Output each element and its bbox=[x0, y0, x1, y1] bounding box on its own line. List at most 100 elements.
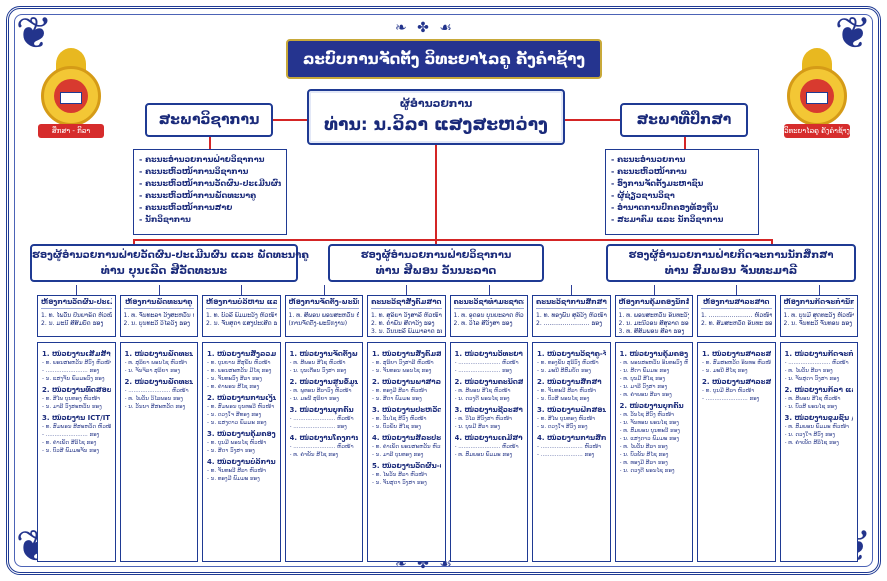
unit-staff: - ນ. ບົວສີ ພົມມະຈັນ ຮອງ bbox=[42, 448, 100, 454]
department-box: ຄະນະວິຊາທຳມະຊາດສາດ 1. ທ. ອຸດອນ ບຸນຍະລາດ ຫ… bbox=[449, 295, 528, 337]
unit-staff: - ທ. ທອງມີ ສີລາ ຮອງ bbox=[619, 460, 668, 466]
list-item: ຄະນະຫົວໜ້າການວັດຜົນ-ປະເມີນຜົນ bbox=[139, 178, 281, 190]
department-staff: 1. ທ. ຈັນທະລາ ວົງສະຫວັນ ຫົວໜ້າ bbox=[123, 312, 195, 319]
unit-staff: - ທ. ບຸນມີ ສີໄຊ ຮອງ bbox=[619, 376, 665, 382]
unit-title: 2. ໜ່ວຍງານສູນຂໍ້ມູນໄອທີ ແລະ ຕ່າງໆ bbox=[289, 378, 359, 386]
department-staff: 2. ທ. ຄຳພັນ ສີດາວົງ ຮອງ bbox=[371, 320, 435, 327]
connector-vertical bbox=[736, 285, 738, 295]
list-item: ຄະນະຫົວໜ້າການ bbox=[611, 166, 753, 178]
unit-staff: - ທ. ຄຳເພັດ ພອນສະຫວັນ ຫົວໜ້າ bbox=[372, 444, 441, 450]
unit-staff: - ທ. ທອງພັນ ສຸລິວົງ ຫົວໜ້າ bbox=[537, 360, 599, 366]
unit-title: 2. ໜ່ວຍງານບຸກຄົນ bbox=[619, 402, 684, 410]
unit-staff: - ທ. ພອນສະຫວັນ ມີໄຊ ຮອງ bbox=[207, 368, 272, 374]
department-title: ຄະນະວິຊາທຳມະຊາດສາດ bbox=[453, 298, 524, 309]
unit-staff: - ທ. ທອງມີ ສີລາ ຫົວໜ້າ bbox=[372, 388, 427, 394]
unit-box: 1. ໜ່ວຍງານເສີມສ້າງ-ສົ່ງເສີມຄູ້ມືການສອນ- … bbox=[37, 342, 116, 562]
unit-box: 1. ໜ່ວຍງານວິຊາຄູ-ຈິດຕະວິທະຍາ- ທ. ທອງພັນ … bbox=[532, 342, 611, 562]
unit-staff: - ນ. ມະນີ ສີສົມບັດ ຮອງ bbox=[537, 368, 591, 374]
unit-staff: - ນ. ດວງດີ ພອນໄຊ ຮອງ bbox=[454, 396, 510, 402]
unit-title: 3. ໜ່ວຍງານບຸກຄົນ bbox=[289, 406, 354, 414]
unit-staff: - ທ. ຄຳເພັດ ສີລິໄຊ ຮອງ bbox=[42, 440, 97, 446]
unit-box: 1. ໜ່ວຍງານຈັດຕັ້ງພະນັກງານ- ທ. ສີພອນ ສີໄຊ… bbox=[284, 342, 363, 562]
director-box: ຜູ້ອຳນວຍການ ທ່ານ: ນ.ວິລາ ແສງສະຫວ່າງ bbox=[307, 89, 565, 145]
unit-title: 1. ໜ່ວຍງານສາລະສາດອິນເຕີເນັດ bbox=[702, 350, 771, 358]
unit-staff: - ນ. ມະນີ ສີໄຊ ຮອງ bbox=[702, 368, 748, 374]
unit-staff: - ທ. ໄພວັນ ສີລາ ຫົວໜ້າ bbox=[372, 472, 427, 478]
unit-staff: - ນ. ບຸນເຕືອນ ວົງສາ ຮອງ bbox=[289, 368, 347, 374]
connector-vertical bbox=[488, 285, 490, 295]
unit-title: 4. ໜ່ວຍງານບໍລິການ bbox=[207, 458, 276, 466]
department-staff: 2. ນ. ຈັນທະວີ ຈັນທອນ ຮອງ bbox=[783, 320, 853, 327]
deputy-name: ທ່ານ ບຸນເລີດ ສີວັດທະນະ bbox=[100, 264, 228, 277]
unit-staff: - ນ. ຈັນທອນ ພອນໄຊ ຮອງ bbox=[372, 368, 432, 374]
unit-staff: - ທ. ໄພວັນ ສີລາ ຮອງ bbox=[619, 444, 668, 450]
unit-box: 1. ໜ່ວຍງານສາລະສາດອິນເຕີເນັດ- ທ. ສົມສະຫວັ… bbox=[697, 342, 776, 562]
unit-title: 4. ໜ່ວຍງານໂຄງການສະເລ່ຍ bbox=[289, 434, 359, 442]
unit-staff: - ນ. ສີດາ ພົມມະ ຮອງ bbox=[372, 396, 422, 402]
deputy-box-1: ຮອງຜູ້ອຳນວຍການຝ່າຍວັດຜົນ-ປະເມີນຜົນ ແລະ ພ… bbox=[30, 244, 309, 282]
connector-vertical bbox=[406, 285, 408, 295]
unit-title: 3. ໜ່ວຍງານຝຶກສອນ bbox=[537, 406, 606, 414]
unit-box: 1. ໜ່ວຍງານຄຸ້ມຄອງ-ປະເມີນ- ທ. ພອນສະຫວັນ ອ… bbox=[614, 342, 693, 562]
department-title: ຫ້ອງການວັດຜົນ-ປະເມີນຜົນ bbox=[41, 298, 112, 309]
unit-title: 3. ໜ່ວຍງານຊີວະສາດ bbox=[454, 406, 524, 414]
unit-title: 2. ໜ່ວຍງານທົດສອບ-ວັດຜົນ-ປະເມີນຜົນ bbox=[42, 386, 111, 394]
department-staff: 1. ທ. ອຸດອນ ບຸນຍະລາດ ຫົວໜ້າ bbox=[453, 312, 525, 319]
unit-staff: - ນ. ບົວສີ ພອນໄຊ ຮອງ bbox=[537, 396, 590, 402]
unit-staff: - ........................ ຫົວໜ້າ bbox=[537, 444, 602, 450]
unit-staff: - ທ. ສີພອນ ສີໄຊ ຫົວໜ້າ bbox=[289, 360, 346, 366]
unit-staff: - ທ. ວັນໄຊ ສີວົງ ຫົວໜ້າ bbox=[619, 412, 675, 418]
unit-staff: - ນ. ດວງໃຈ ສີວົງ ຮອງ bbox=[537, 424, 588, 430]
connector-vertical bbox=[818, 285, 820, 295]
unit-staff: - ທ. ສຸລິຍາ ວົງສາລີ ຫົວໜ້າ bbox=[372, 360, 434, 366]
list-item: ຄະນະອຳນວຍການ bbox=[611, 154, 753, 166]
unit-staff: - ........................ ຮອງ bbox=[42, 368, 100, 374]
unit-staff: - ທ. ສີພອນ ສີໄຊ ຫົວໜ້າ bbox=[454, 388, 511, 394]
department-box: ຫ້ອງການບໍລິຫານ ແລະ ການເງິນ 1. ທ. ບົວລີ ພົ… bbox=[202, 295, 281, 337]
department-box: ຫ້ອງການພັດທະນາຄູ1. ທ. ຈັນທະລາ ວົງສະຫວັນ … bbox=[119, 295, 198, 337]
unit-box: 1. ໜ່ວຍງານວິທະຍາສາດ - ...................… bbox=[449, 342, 528, 562]
unit-staff: - ນ. ແສງດາວ ພົມມະ ຮອງ bbox=[207, 420, 267, 426]
deputy-role: ຮອງຜູ້ອຳນວຍການຝ່າຍກິດຈະການນັກສຶກສາ bbox=[628, 250, 834, 261]
unit-staff: - ທ. ສີໄພ ບຸນທອງ ຫົວໜ້າ bbox=[537, 416, 596, 422]
unit-title: 1. ໜ່ວຍງານກິດຈະກຳນັກສຶກສາ / ນັກສຶກສາ bbox=[784, 350, 854, 358]
unit-title: 1. ໜ່ວຍງານຄຸ້ມຄອງ-ປະເມີນ bbox=[619, 350, 689, 358]
department-title: ຫ້ອງການສາລະສາດ bbox=[701, 298, 772, 309]
unit-staff: - ........................ ຫົວໜ້າ bbox=[454, 444, 519, 450]
unit-staff: - ........................ ຮອງ bbox=[702, 396, 760, 402]
department-staff: (ການຈັດຕັ້ງ-ພະນັກງານ) bbox=[288, 320, 348, 327]
unit-staff: - ທ. ບຸນມີ ພອນໄຊ ຫົວໜ້າ bbox=[207, 440, 267, 446]
college-logo: ວິທະຍາໄລຄູ ຄັງຄຳຊ້າງ bbox=[778, 48, 856, 140]
connector-vertical bbox=[653, 285, 655, 295]
unit-staff: - ນ. ບົວສີ ພອນໄຊ ຮອງ bbox=[784, 404, 837, 410]
unit-staff: - ........................ ຫົວໜ້າ bbox=[454, 360, 519, 366]
unit-staff: - ທ. ສົມພອນ ພົມມະ ຮອງ bbox=[454, 452, 513, 458]
unit-staff: - ທ. ຄຳພອນ ສີໄຊ ຮອງ bbox=[207, 384, 260, 390]
unit-title: 3. ໜ່ວຍງານຂຸມຊົນ / ນັກສຶກສາ bbox=[784, 414, 854, 422]
page-border-inner bbox=[14, 14, 873, 567]
connector-deputy-1 bbox=[133, 239, 135, 245]
unit-staff: - ........................ ຫົວໜ້າ bbox=[784, 360, 849, 366]
unit-title: 1. ໜ່ວຍງານວິທະຍາສາດ bbox=[454, 350, 524, 358]
department-staff: 2. ທ. ວິໄລ ສີວົງສາ ຮອງ bbox=[453, 320, 513, 327]
deputy-box-3: ຮອງຜູ້ອຳນວຍການຝ່າຍກິດຈະການນັກສຶກສາ ທ່ານ … bbox=[606, 244, 856, 282]
department-staff: 1. ທ. ສຸລິຍາ ວົງສາລີ ຫົວໜ້າ bbox=[371, 312, 442, 319]
unit-staff: - ທ. ຈັນທະວີ ສີລາ ຫົວໜ້າ bbox=[537, 388, 596, 394]
list-item: ອົງການຈັດຕັ້ງມະຫາຊົນ bbox=[611, 178, 753, 190]
connector-vertical bbox=[323, 285, 325, 295]
ministry-logo: ສຶກສາ - ກິລາ bbox=[32, 48, 110, 140]
unit-staff: - ນ. ດວງດີ ພອນໄຊ ຮອງ bbox=[619, 468, 675, 474]
unit-title: 2. ໜ່ວຍງານສາລະສາດ ປຶ້ມຫ້ອງ / ເອກະສານ bbox=[702, 378, 771, 386]
unit-staff: - ທ. ພູທອນ ສີລາວົງ ຫົວໜ້າ bbox=[289, 388, 352, 394]
unit-staff: - ນ. ບົວພັນ ສີໄຊ ຮອງ bbox=[372, 424, 421, 430]
department-staff: 1. ທ. ບົວລີ ພົມມະວົງ ຫົວໜ້າ bbox=[206, 312, 277, 319]
department-staff: 3. ທ. ສີສົມພອນ ສີລາ ຮອງ bbox=[618, 328, 685, 335]
unit-staff: - ທ. ໄພວັນ ສີລາ ຮອງ bbox=[784, 368, 833, 374]
unit-staff: - ........................ ຮອງ bbox=[454, 368, 512, 374]
chart-title: ລະບົບການຈັດຕັ້ງ ວິທະຍາໄລຄູ ຄັງຄຳຊ້າງ bbox=[286, 39, 602, 79]
department-title: ຫ້ອງການບໍລິຫານ ແລະ ການເງິນ bbox=[206, 298, 277, 309]
unit-staff: - ນ. ສີດາ ວົງສາ ຮອງ bbox=[207, 448, 255, 454]
unit-title: 1. ໜ່ວຍງານສັງຄົມສາດ bbox=[372, 350, 441, 358]
unit-staff: - ນ. ດວງໃຈ ສີວົງ ຮອງ bbox=[784, 432, 836, 438]
ministry-logo-caption: ສຶກສາ - ກິລາ bbox=[38, 124, 104, 138]
